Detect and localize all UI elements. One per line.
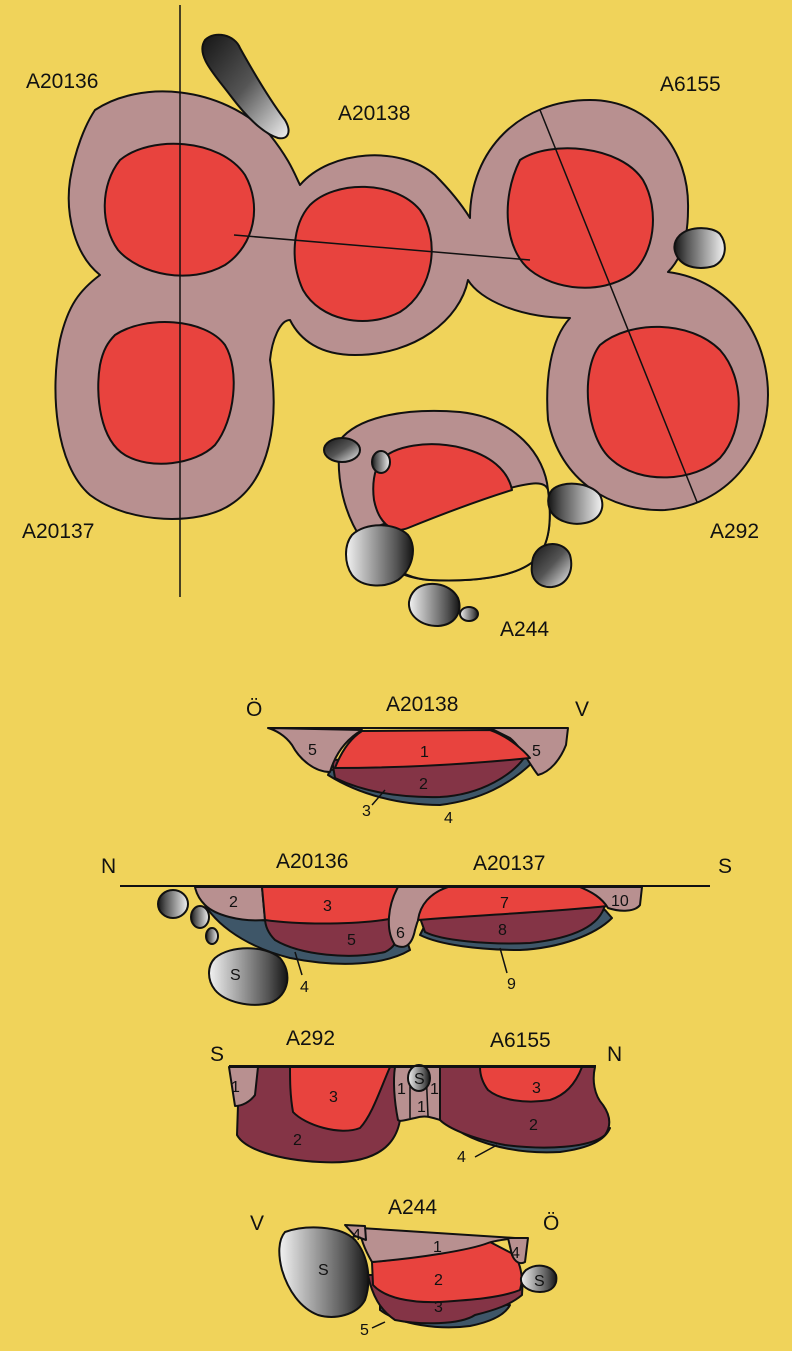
- s2-num-8: 8: [498, 922, 507, 939]
- s2-num-10: 10: [611, 893, 629, 910]
- s3-num-2a: 2: [293, 1132, 302, 1149]
- stone-a244-tiny: [459, 606, 479, 622]
- s3-title-left: A292: [286, 1027, 335, 1050]
- s2-leader-4: [294, 951, 303, 976]
- pit-a292-core: [586, 325, 740, 479]
- section-a20138: A20138 Ö V 5 1 5 2 3 4: [246, 693, 589, 827]
- s2-stone-2: [190, 905, 210, 929]
- s2-title-right: A20137: [473, 852, 545, 875]
- stone-a244-small: [371, 450, 391, 474]
- s2-num-9: 9: [507, 976, 516, 993]
- s3-title-right: A6155: [490, 1029, 551, 1052]
- s4-num-1: 1: [433, 1239, 442, 1256]
- s4-layer-1: [359, 1227, 516, 1263]
- s2-layer-10: [579, 886, 643, 912]
- stone-a244-nw: [323, 437, 361, 463]
- s2-num-3: 3: [323, 898, 332, 915]
- s2-num-4: 4: [300, 979, 309, 996]
- s1-layer-1: [334, 729, 531, 769]
- s3-leader-4: [474, 1144, 498, 1158]
- s4-stone-left: [278, 1226, 370, 1318]
- s3-num-2b: 2: [529, 1117, 538, 1134]
- label-a20136: A20136: [26, 70, 98, 93]
- s2-title-left: A20136: [276, 850, 348, 873]
- s4-stone-left-label: S: [318, 1262, 329, 1279]
- s3-layer-1a: [228, 1066, 259, 1107]
- s3-dir-left: S: [210, 1043, 224, 1066]
- s3-num-1a: 1: [231, 1079, 240, 1096]
- s2-leader-9: [499, 947, 508, 974]
- s4-num-5: 5: [360, 1322, 369, 1339]
- s2-stone-1: [157, 889, 189, 919]
- s1-num-1: 1: [420, 744, 429, 761]
- s2-stone-label: S: [230, 967, 241, 984]
- s3-stone-label: S: [414, 1071, 425, 1088]
- s4-num-4b: 4: [511, 1245, 520, 1262]
- plan-view: A20136 A20138 A6155 A20137 A292 A244: [22, 5, 769, 641]
- s1-dir-left: Ö: [246, 698, 262, 721]
- s4-title: A244: [388, 1196, 437, 1219]
- stone-a244-se: [530, 543, 573, 589]
- s2-stone-3: [205, 927, 219, 945]
- s1-layer-5-left: [267, 727, 363, 773]
- s2-num-6: 6: [396, 925, 405, 942]
- s2-layer-2: [194, 886, 266, 922]
- s4-stone-right-label: S: [534, 1273, 545, 1290]
- s2-dir-right: S: [718, 855, 732, 878]
- stone-elongated: [201, 33, 290, 140]
- s1-num-5b: 5: [532, 743, 541, 760]
- pit-a20137-core: [97, 321, 235, 465]
- pit-a6155-core: [506, 147, 654, 289]
- s4-stone-right: [519, 1264, 558, 1293]
- section-line-sn: [539, 109, 698, 503]
- s4-leader-5: [371, 1321, 386, 1329]
- s4-num-2: 2: [434, 1272, 443, 1289]
- s2-num-7: 7: [500, 895, 509, 912]
- s4-dir-right: Ö: [543, 1212, 559, 1235]
- s3-layer-3b: [479, 1066, 583, 1103]
- label-a6155: A6155: [660, 73, 721, 96]
- s2-num-5: 5: [347, 932, 356, 949]
- stone-a244-south: [407, 582, 461, 627]
- stone-a244-sw: [345, 524, 414, 587]
- s4-num-4a: 4: [352, 1227, 361, 1244]
- s1-num-3: 3: [362, 803, 371, 820]
- s1-num-5a: 5: [308, 742, 317, 759]
- s1-num-2: 2: [419, 776, 428, 793]
- s3-num-1c: 1: [430, 1081, 439, 1098]
- s2-num-2: 2: [229, 894, 238, 911]
- s3-num-1b: 1: [397, 1081, 406, 1098]
- section-a244: A244 V Ö S S 4 1 4 2 3 5: [250, 1196, 559, 1339]
- pit-a244-core: [372, 443, 513, 531]
- s1-leader-3: [371, 789, 386, 806]
- label-a244: A244: [500, 618, 549, 641]
- s2-stone-s: [208, 947, 289, 1006]
- label-a292: A292: [710, 520, 759, 543]
- s4-layer-4a: [344, 1224, 367, 1241]
- s3-layer-3a: [289, 1066, 391, 1132]
- section-line-ov: [233, 234, 531, 261]
- s4-layer-4b: [507, 1237, 529, 1265]
- stone-east: [673, 227, 726, 269]
- s3-num-1d: 1: [417, 1099, 426, 1116]
- s3-num-3b: 3: [532, 1080, 541, 1097]
- s1-title: A20138: [386, 693, 458, 716]
- s4-dir-left: V: [250, 1212, 264, 1235]
- section-a20136-a20137: A20136 A20137 N S S 2 3 5 4 6 7 8 9 10: [101, 850, 732, 1006]
- label-a20138: A20138: [338, 102, 410, 125]
- s3-num-3a: 3: [329, 1089, 338, 1106]
- label-a20137: A20137: [22, 520, 94, 543]
- section-a292-a6155: A292 A6155 S N S 1 3 2 1 1 1 3 2 4: [210, 1027, 622, 1166]
- s1-num-4: 4: [444, 810, 453, 827]
- pit-a20138-core: [293, 185, 433, 322]
- s1-dir-right: V: [575, 698, 589, 721]
- s3-dir-right: N: [607, 1043, 622, 1066]
- s2-dir-left: N: [101, 855, 116, 878]
- stone-a244-east: [547, 482, 604, 525]
- s3-num-4: 4: [457, 1149, 466, 1166]
- s4-num-3: 3: [434, 1299, 443, 1316]
